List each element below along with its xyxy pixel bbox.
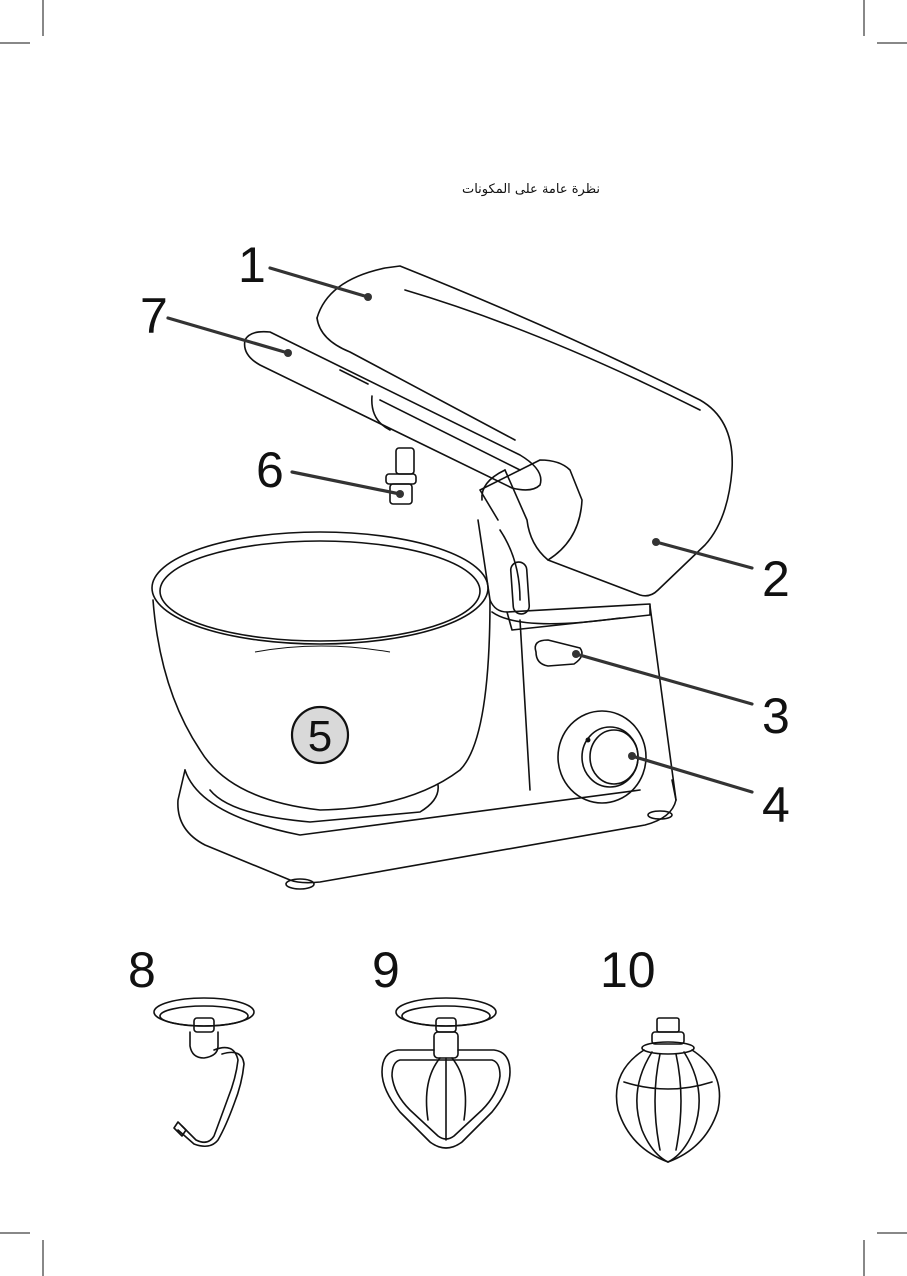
callout-5: 5 xyxy=(308,712,332,761)
callout-4: 4 xyxy=(762,777,790,833)
callout-9: 9 xyxy=(372,942,400,998)
balloon-whisk-illustration xyxy=(616,1018,719,1162)
callout-10: 10 xyxy=(600,942,656,998)
callout-7: 7 xyxy=(140,288,168,344)
callout-1: 1 xyxy=(238,237,266,293)
base-foot-right xyxy=(648,811,672,819)
leader-1 xyxy=(270,268,368,297)
flat-beater-illustration xyxy=(382,998,510,1148)
leader-3 xyxy=(576,654,752,704)
leader-7 xyxy=(168,318,288,353)
mixer-pedestal xyxy=(520,606,676,800)
callout-6: 6 xyxy=(256,442,284,498)
mixer-base xyxy=(178,770,676,883)
base-foot-front xyxy=(286,879,314,889)
callout-3: 3 xyxy=(762,688,790,744)
leader-6 xyxy=(292,472,400,494)
stand-mixer-illustration xyxy=(152,266,752,889)
callout-8: 8 xyxy=(128,942,156,998)
callout-2: 2 xyxy=(762,551,790,607)
mixing-bowl xyxy=(152,532,490,822)
dough-hook-illustration xyxy=(154,998,254,1146)
leader-4 xyxy=(632,756,752,792)
